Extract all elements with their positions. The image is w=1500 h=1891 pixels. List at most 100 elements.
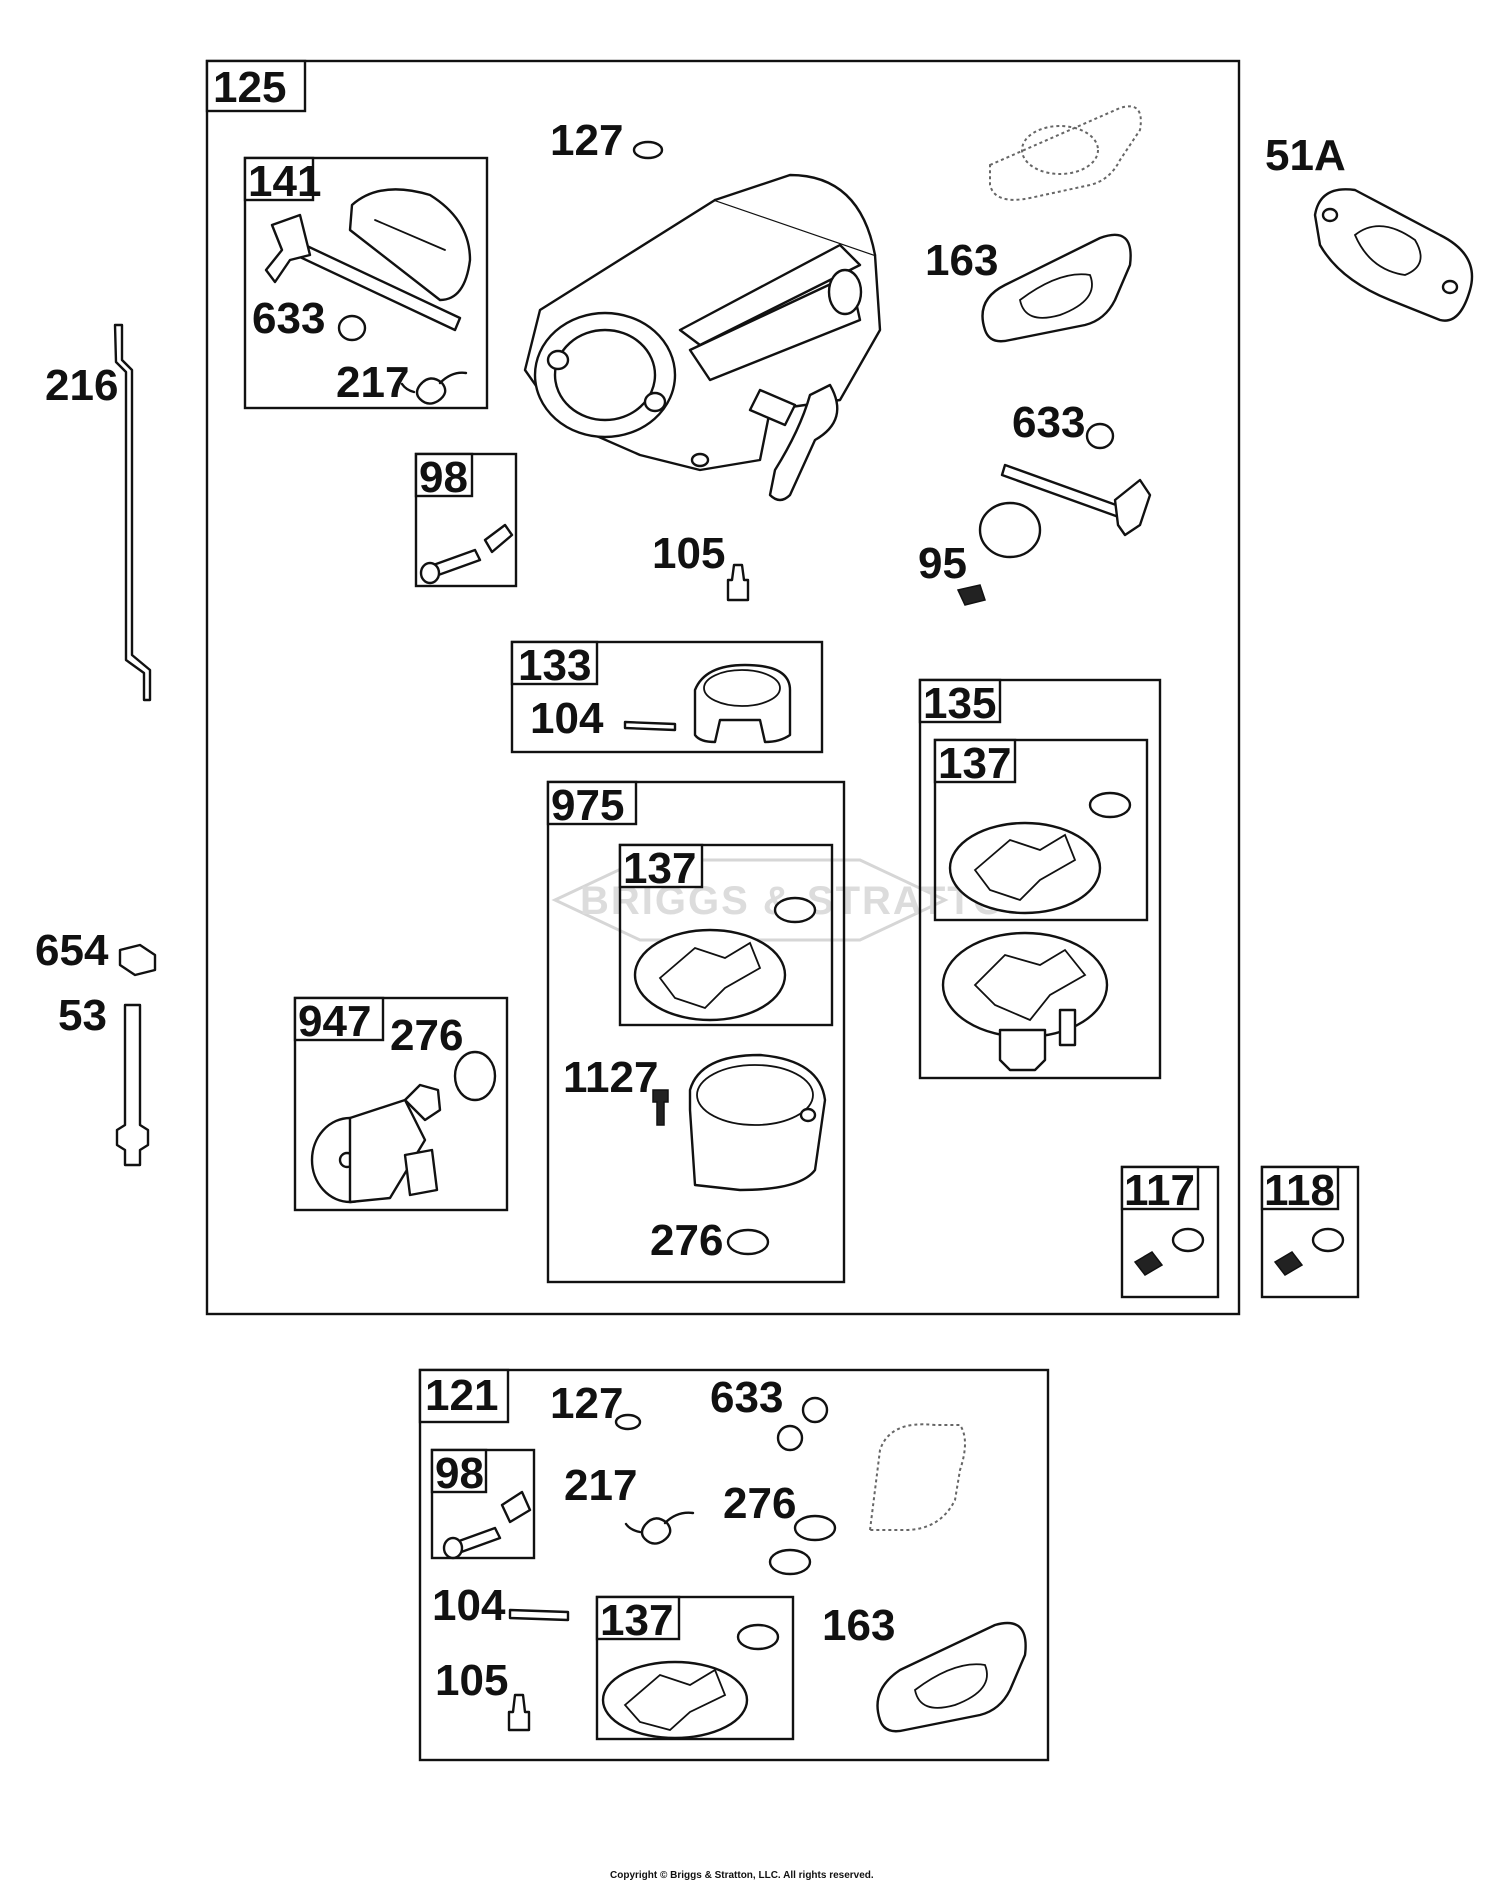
ref-105[interactable]: 105 <box>652 529 725 578</box>
spring-98-kit121 <box>500 1490 532 1524</box>
ref-137-in-975[interactable]: 137 <box>623 844 696 893</box>
ref-975[interactable]: 975 <box>551 781 624 830</box>
ref-104-kit121[interactable]: 104 <box>432 1581 506 1630</box>
kit-137-in-121-tab <box>595 1595 681 1641</box>
washer-276-kit121-b <box>768 1548 812 1576</box>
screw-117 <box>1133 1251 1164 1276</box>
ref-51a[interactable]: 51A <box>1265 131 1346 180</box>
ref-163-kit121[interactable]: 163 <box>822 1601 895 1650</box>
ref-137-in-135[interactable]: 137 <box>938 739 1011 788</box>
ref-98-kit121[interactable]: 98 <box>435 1449 484 1498</box>
ref-276-solenoid[interactable]: 276 <box>390 1011 463 1060</box>
gasket-137-in-975-channel <box>658 941 762 1010</box>
link-216 <box>113 323 152 702</box>
washer-276-kit121-a <box>793 1514 837 1542</box>
gasket-163-kit121-port <box>914 1663 988 1709</box>
washer-276-bowl <box>726 1228 770 1256</box>
spring-217-choke <box>400 371 468 405</box>
kit-137-in-975-tab <box>618 843 704 889</box>
needle-105 <box>726 563 750 602</box>
ref-95[interactable]: 95 <box>918 539 967 588</box>
kit-133-tab <box>510 640 599 686</box>
kit-133-box <box>510 640 824 754</box>
ref-216[interactable]: 216 <box>45 361 118 410</box>
carb-base-135 <box>941 931 1109 1072</box>
throttle-lever <box>1113 478 1152 537</box>
washer-137-kit121 <box>736 1623 780 1651</box>
gasket-51a-hole-1 <box>1321 207 1339 223</box>
kit-125-box <box>205 59 1241 1316</box>
stud-53 <box>115 1003 150 1167</box>
copyright-notice: Copyright © Briggs & Stratton, LLC. All … <box>610 1870 874 1881</box>
ref-98[interactable]: 98 <box>419 453 468 502</box>
bushing-633-throttle <box>1085 422 1115 450</box>
gasket-51a <box>1313 188 1474 322</box>
float-133-top <box>703 669 781 707</box>
kit-975-box <box>546 780 846 1284</box>
kit-125-tab <box>205 59 307 113</box>
kit-135-box <box>918 678 1162 1080</box>
ref-105-kit121[interactable]: 105 <box>435 1656 508 1705</box>
fuel-solenoid-947 <box>310 1083 442 1204</box>
ref-217-choke[interactable]: 217 <box>336 358 409 407</box>
kit-121-tab <box>418 1368 510 1424</box>
ref-135[interactable]: 135 <box>923 679 996 728</box>
ref-127[interactable]: 127 <box>550 116 623 165</box>
gasket-163-kit121 <box>876 1621 1027 1733</box>
ref-276-bowl[interactable]: 276 <box>650 1216 723 1265</box>
ref-125[interactable]: 125 <box>213 63 286 112</box>
float-bowl <box>688 1053 827 1192</box>
kit-975-tab <box>546 780 638 826</box>
choke-plate-slot <box>374 219 446 251</box>
nut-654 <box>118 943 157 977</box>
kit-117-tab <box>1120 1165 1200 1211</box>
ref-1127[interactable]: 1127 <box>563 1053 658 1102</box>
ref-127-kit121[interactable]: 127 <box>550 1379 623 1428</box>
ref-633-kit121[interactable]: 633 <box>710 1373 783 1422</box>
choke-lever <box>264 213 312 284</box>
kit-137-in-135-tab <box>933 738 1017 784</box>
gasket-ghost-port <box>1021 125 1099 175</box>
ref-118[interactable]: 118 <box>1264 1166 1335 1215</box>
gasket-137-in-135-channel <box>973 833 1077 902</box>
ref-104[interactable]: 104 <box>530 694 604 743</box>
ref-654[interactable]: 654 <box>35 926 109 975</box>
gasket-51a-port <box>1353 225 1422 276</box>
bushing-633-kit121-a <box>801 1396 829 1424</box>
kit-135-tab <box>918 678 1002 724</box>
gasket-137-kit121 <box>601 1660 749 1740</box>
spring-217-kit121 <box>624 1511 695 1545</box>
washer-137-in-975 <box>773 896 817 924</box>
needle-105-kit121 <box>507 1693 531 1732</box>
kit-137-in-135-box <box>933 738 1149 922</box>
kit-98-tab <box>414 452 474 498</box>
gasket-137-kit121-channel <box>623 1668 727 1731</box>
kit-121-box <box>418 1368 1050 1762</box>
ref-117[interactable]: 117 <box>1124 1166 1195 1215</box>
ref-276-kit121[interactable]: 276 <box>723 1479 796 1528</box>
gasket-outline-ghost <box>989 105 1142 201</box>
kit-137-in-121-box <box>595 1595 795 1741</box>
pin-104-kit121 <box>508 1608 570 1622</box>
ref-141[interactable]: 141 <box>248 157 321 206</box>
ref-633-throttle[interactable]: 633 <box>1012 398 1085 447</box>
washer-137-in-135 <box>1088 791 1132 819</box>
screw-1127 <box>652 1089 669 1126</box>
gasket-163 <box>981 233 1132 343</box>
float-133 <box>693 663 792 744</box>
ref-121[interactable]: 121 <box>425 1371 498 1420</box>
ref-133[interactable]: 133 <box>518 641 591 690</box>
ref-163[interactable]: 163 <box>925 236 998 285</box>
throttle-plate <box>978 501 1042 559</box>
ref-633-choke[interactable]: 633 <box>252 294 325 343</box>
kit-118-tab <box>1260 1165 1340 1211</box>
gasket-137-in-135 <box>948 821 1102 915</box>
kit-137-in-975-box <box>618 843 834 1027</box>
ref-137-kit121[interactable]: 137 <box>600 1596 673 1645</box>
ref-947[interactable]: 947 <box>298 997 371 1046</box>
gasket-ghost-kit121 <box>868 1423 966 1531</box>
ref-217-kit121[interactable]: 217 <box>564 1461 637 1510</box>
pin-98-kit121-head <box>442 1536 464 1560</box>
ref-53[interactable]: 53 <box>58 991 107 1040</box>
carburetor-body <box>523 173 882 502</box>
